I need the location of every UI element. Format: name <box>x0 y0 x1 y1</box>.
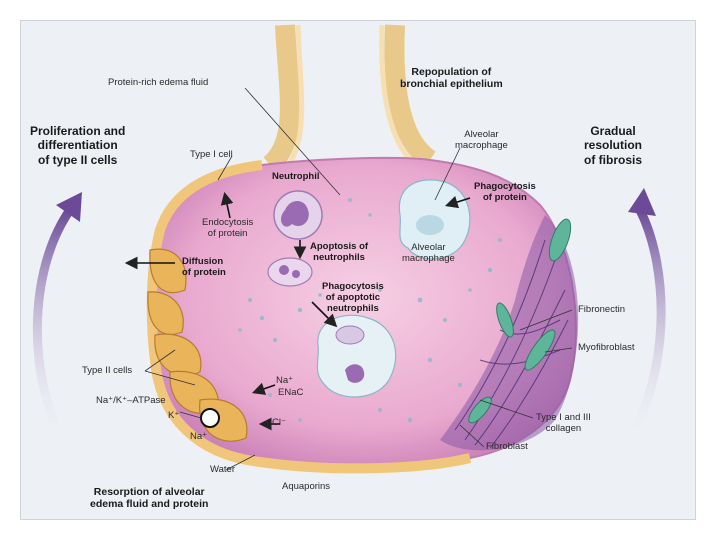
label-diffusion: Diffusion of protein <box>182 256 226 278</box>
endocytosis-arrow <box>220 191 234 219</box>
label-alveolar-macrophage-top: Alveolar macrophage <box>455 129 508 151</box>
phagocytosis-apoptotic-arrow <box>311 301 338 328</box>
bronchiole-left-wall <box>263 24 300 173</box>
myofibroblast-cells <box>468 218 572 424</box>
label-phagocytosis-protein: Phagocytosis of protein <box>474 181 536 203</box>
epithelium-lining <box>146 160 472 474</box>
left-arrow-head <box>56 192 82 222</box>
type-ii-cells <box>147 248 248 442</box>
label-type-ii-cells: Type II cells <box>82 365 133 376</box>
label-na-plus: Na⁺ <box>276 375 294 386</box>
label-na-k-atpase: Na⁺/K⁺–ATPase <box>96 395 166 406</box>
bronchiole-inner-right <box>379 24 417 167</box>
label-neutrophil: Neutrophil <box>272 171 320 182</box>
bronchiole-right-wall <box>384 24 437 169</box>
label-protein-rich-fluid: Protein-rich edema fluid <box>108 77 209 88</box>
label-endocytosis: Endocytosis of protein <box>202 217 254 239</box>
alveolar-macrophage-bottom <box>316 314 397 398</box>
protein-particles <box>238 198 502 423</box>
label-myofibroblast: Myofibroblast <box>578 342 635 353</box>
left-curved-arrow <box>32 207 74 458</box>
label-resorption: Resorption of alveolar edema fluid and p… <box>90 486 209 511</box>
label-collagen: Type I and III collagen <box>536 412 591 434</box>
neutrophil-cell <box>273 190 323 240</box>
label-alveolar-macrophage-mid: Alveolar macrophage <box>402 242 455 264</box>
right-arrow-head <box>628 188 656 216</box>
label-apoptosis: Apoptosis of neutrophils <box>310 241 369 263</box>
right-curved-arrow <box>616 207 666 458</box>
apoptotic-neutrophil <box>267 257 313 287</box>
label-cl-minus: Cl⁻ <box>272 417 286 428</box>
bronchiole-inner-left <box>283 24 305 172</box>
label-na-plus-bottom: Na⁺ <box>190 431 208 442</box>
label-water: Water <box>210 464 235 475</box>
phagocytosis-protein-arrow <box>444 195 471 209</box>
label-type-i-cell: Type I cell <box>190 149 233 160</box>
leader-lines <box>144 87 573 471</box>
label-k-plus: K⁺ <box>168 410 180 421</box>
na-k-atpase-pump <box>200 408 220 428</box>
label-fibroblast: Fibroblast <box>486 441 528 452</box>
label-gradual-resolution: Gradual resolution of fibrosis <box>584 124 643 167</box>
label-proliferation: Proliferation and differentiation of typ… <box>30 124 126 167</box>
label-fibronectin: Fibronectin <box>578 304 625 315</box>
label-repopulation: Repopulation of bronchial epithelium <box>400 66 503 91</box>
label-phagocytosis-apoptotic: Phagocytosis of apoptotic neutrophils <box>322 281 384 314</box>
label-enac: ENaC <box>278 387 304 398</box>
label-aquaporins: Aquaporins <box>282 481 331 492</box>
fibrosis-fibers <box>454 239 569 449</box>
na-enac-arrow <box>251 382 276 395</box>
